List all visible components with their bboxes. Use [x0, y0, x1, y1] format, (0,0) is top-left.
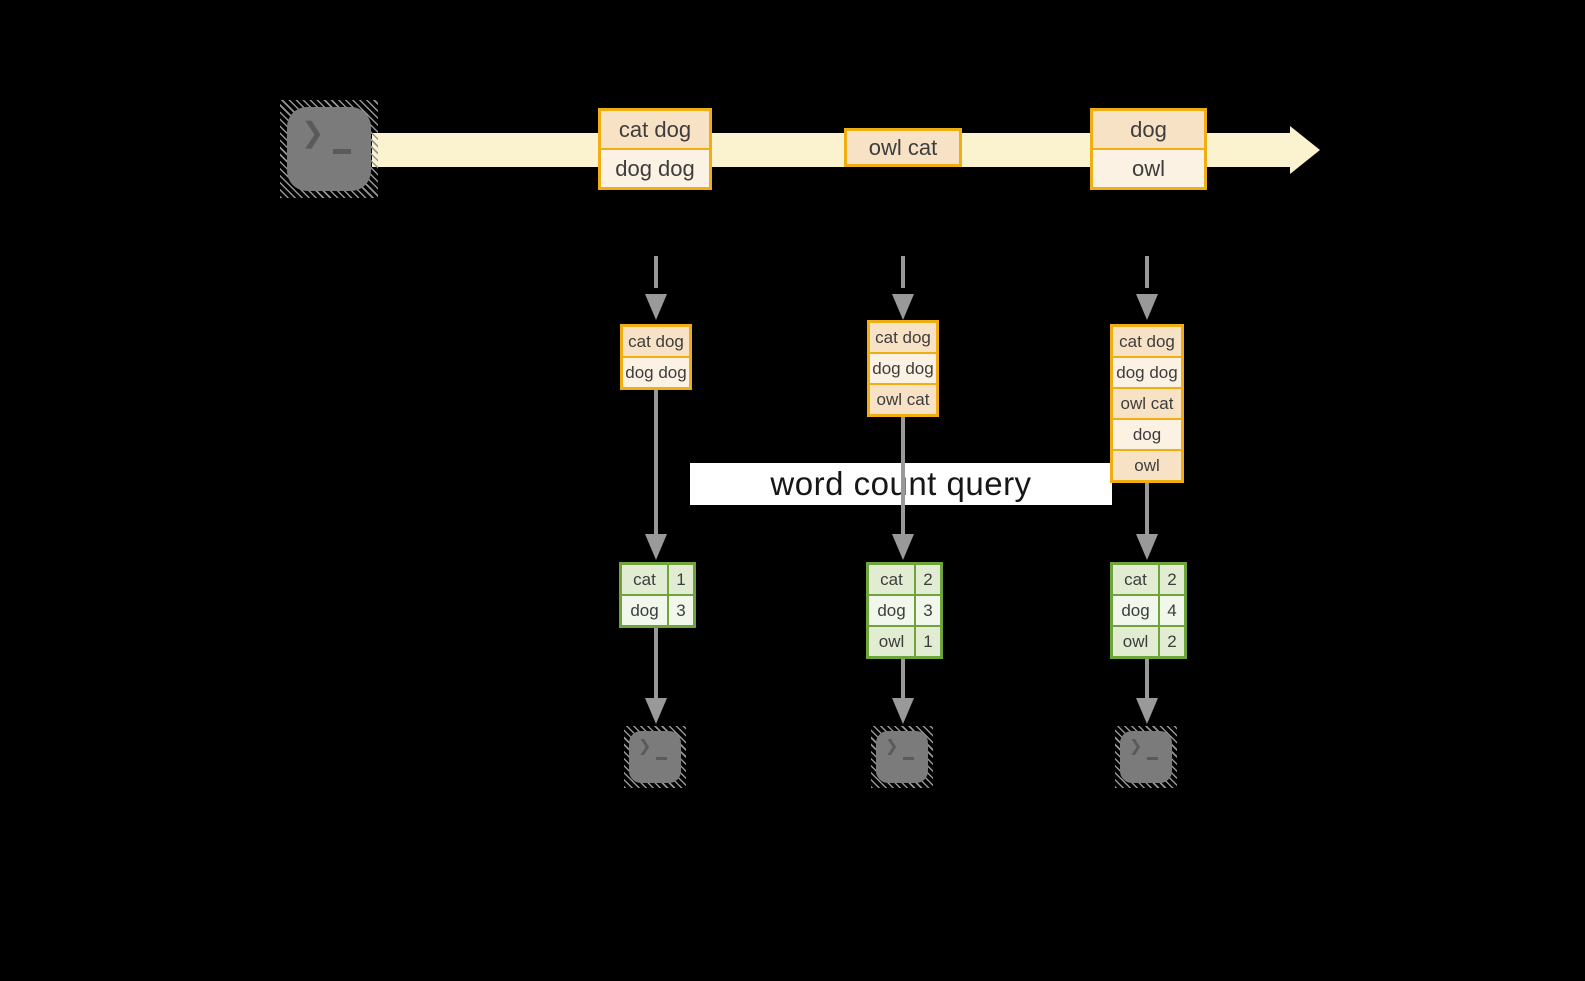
terminal-screen: ❯	[287, 107, 371, 191]
result-row: dog 3	[622, 594, 693, 625]
batch-item: dog	[1093, 111, 1204, 148]
result-table-3: cat 2 dog 4 owl 2	[1110, 562, 1187, 659]
result-count: 3	[676, 600, 686, 620]
state-item: dog dog	[870, 352, 936, 383]
query-arrow-line	[901, 417, 905, 534]
result-count: 3	[923, 600, 933, 620]
state-item: owl cat	[870, 383, 936, 414]
state-box-2: cat dog dog dog owl cat	[867, 320, 939, 417]
result-row: owl 1	[869, 625, 940, 656]
result-word: cat	[622, 565, 669, 594]
batch-item: owl cat	[847, 131, 959, 164]
stream-arrow-head-icon	[1290, 126, 1320, 174]
result-count: 2	[1167, 569, 1177, 589]
terminal-sink-icon: ❯	[624, 726, 686, 788]
dashed-arrow-line	[654, 256, 658, 288]
state-item: cat dog	[1113, 327, 1181, 356]
state-item: dog dog	[1113, 356, 1181, 387]
state-item: owl	[1113, 449, 1181, 480]
state-box-1: cat dog dog dog	[620, 324, 692, 390]
result-count: 1	[923, 631, 933, 651]
terminal-prompt-glyph: ❯	[301, 117, 325, 148]
query-arrow-head-icon	[645, 534, 667, 560]
terminal-cursor-glyph	[656, 757, 667, 760]
terminal-sink-icon: ❯	[871, 726, 933, 788]
stream-batch-1: cat dog dog dog	[598, 108, 712, 190]
stream-batch-2: owl cat	[844, 128, 962, 167]
terminal-prompt-glyph: ❯	[885, 738, 899, 755]
result-word: dog	[622, 596, 669, 625]
result-row: dog 4	[1113, 594, 1184, 625]
output-arrow-head-icon	[645, 698, 667, 724]
output-arrow-line	[1145, 659, 1149, 698]
result-count: 2	[923, 569, 933, 589]
query-arrow-head-icon	[892, 534, 914, 560]
result-word: owl	[869, 627, 916, 656]
result-row: dog 3	[869, 594, 940, 625]
terminal-prompt-glyph: ❯	[1129, 738, 1143, 755]
terminal-screen: ❯	[1120, 731, 1172, 783]
result-word: cat	[869, 565, 916, 594]
query-arrow-head-icon	[1136, 534, 1158, 560]
result-word: dog	[869, 596, 916, 625]
state-item: owl cat	[1113, 387, 1181, 418]
terminal-screen: ❯	[876, 731, 928, 783]
batch-item: owl	[1093, 148, 1204, 187]
state-item: dog	[1113, 418, 1181, 449]
query-arrow-line	[1145, 483, 1149, 534]
terminal-screen: ❯	[629, 731, 681, 783]
result-table-1: cat 1 dog 3	[619, 562, 696, 628]
batch-item: dog dog	[601, 148, 709, 187]
result-row: cat 2	[1113, 565, 1184, 594]
dashed-arrow-head-icon	[1136, 294, 1158, 320]
dashed-arrow-head-icon	[892, 294, 914, 320]
state-box-3: cat dog dog dog owl cat dog owl	[1110, 324, 1184, 483]
terminal-source-icon: ❯	[280, 100, 378, 198]
dashed-arrow-line	[1145, 256, 1149, 288]
query-label-text: word count query	[770, 465, 1032, 502]
state-item: cat dog	[870, 323, 936, 352]
result-word: dog	[1113, 596, 1160, 625]
state-item: dog dog	[623, 356, 689, 387]
terminal-prompt-glyph: ❯	[638, 738, 652, 755]
stream-batch-3: dog owl	[1090, 108, 1207, 190]
output-arrow-head-icon	[1136, 698, 1158, 724]
batch-item: cat dog	[601, 111, 709, 148]
result-count: 2	[1167, 631, 1177, 651]
result-word: owl	[1113, 627, 1160, 656]
state-item: cat dog	[623, 327, 689, 356]
terminal-cursor-glyph	[1147, 757, 1158, 760]
terminal-cursor-glyph	[333, 149, 351, 154]
result-row: cat 2	[869, 565, 940, 594]
query-arrow-line	[654, 390, 658, 534]
dashed-arrow-head-icon	[645, 294, 667, 320]
result-word: cat	[1113, 565, 1160, 594]
result-table-2: cat 2 dog 3 owl 1	[866, 562, 943, 659]
terminal-cursor-glyph	[903, 757, 914, 760]
result-row: cat 1	[622, 565, 693, 594]
dashed-arrow-line	[901, 256, 905, 288]
output-arrow-head-icon	[892, 698, 914, 724]
output-arrow-line	[901, 659, 905, 698]
output-arrow-line	[654, 628, 658, 698]
result-row: owl 2	[1113, 625, 1184, 656]
result-count: 1	[676, 569, 686, 589]
result-count: 4	[1167, 600, 1177, 620]
terminal-sink-icon: ❯	[1115, 726, 1177, 788]
